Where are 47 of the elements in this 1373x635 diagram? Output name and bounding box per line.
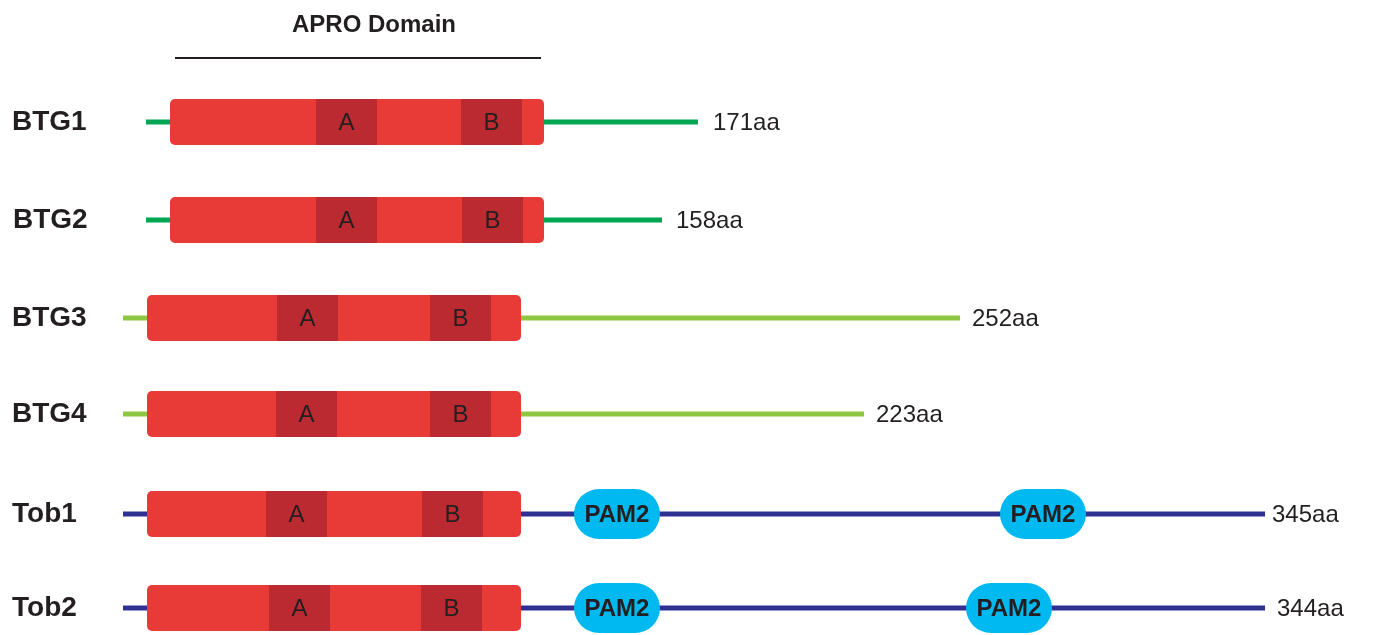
motif-box (276, 391, 337, 437)
motif-label: A (298, 402, 315, 426)
motif-label: A (338, 208, 355, 232)
motif-box (266, 491, 327, 537)
protein-domain-bar (170, 197, 544, 243)
motif-box (430, 391, 491, 437)
domain-title: APRO Domain (292, 12, 456, 36)
motif-box (422, 491, 483, 537)
length-label: 345aa (1272, 502, 1339, 526)
length-label: 171aa (713, 110, 780, 134)
motif-box (461, 99, 522, 145)
length-label: 344aa (1277, 596, 1344, 620)
protein-domain-bar (147, 585, 521, 631)
motif-label: B (483, 110, 500, 134)
motif-box (316, 197, 377, 243)
protein-domain-bar (147, 295, 521, 341)
length-label: 158aa (676, 208, 743, 232)
motif-box (421, 585, 482, 631)
motif-label: A (288, 502, 305, 526)
protein-domain-bar (147, 391, 521, 437)
motif-label: A (291, 596, 308, 620)
domain-label: PAM2 (584, 502, 650, 526)
protein-name: BTG4 (12, 399, 87, 427)
protein-name: BTG3 (12, 303, 87, 331)
motif-label: B (484, 208, 501, 232)
length-label: 223aa (876, 402, 943, 426)
motif-label: B (443, 596, 460, 620)
protein-domain-bar (147, 491, 521, 537)
motif-label: A (338, 110, 355, 134)
motif-label: B (452, 306, 469, 330)
domain-label: PAM2 (584, 596, 650, 620)
protein-name: BTG1 (12, 107, 87, 135)
protein-name: Tob1 (12, 499, 77, 527)
motif-box (269, 585, 330, 631)
protein-domain-bar (170, 99, 544, 145)
motif-label: B (444, 502, 461, 526)
motif-box (430, 295, 491, 341)
domain-label: PAM2 (976, 596, 1042, 620)
motif-box (462, 197, 523, 243)
domain-label: PAM2 (1010, 502, 1076, 526)
protein-name: Tob2 (12, 593, 77, 621)
motif-box (316, 99, 377, 145)
motif-label: B (452, 402, 469, 426)
motif-label: A (299, 306, 316, 330)
protein-name: BTG2 (13, 205, 88, 233)
length-label: 252aa (972, 306, 1039, 330)
motif-box (277, 295, 338, 341)
